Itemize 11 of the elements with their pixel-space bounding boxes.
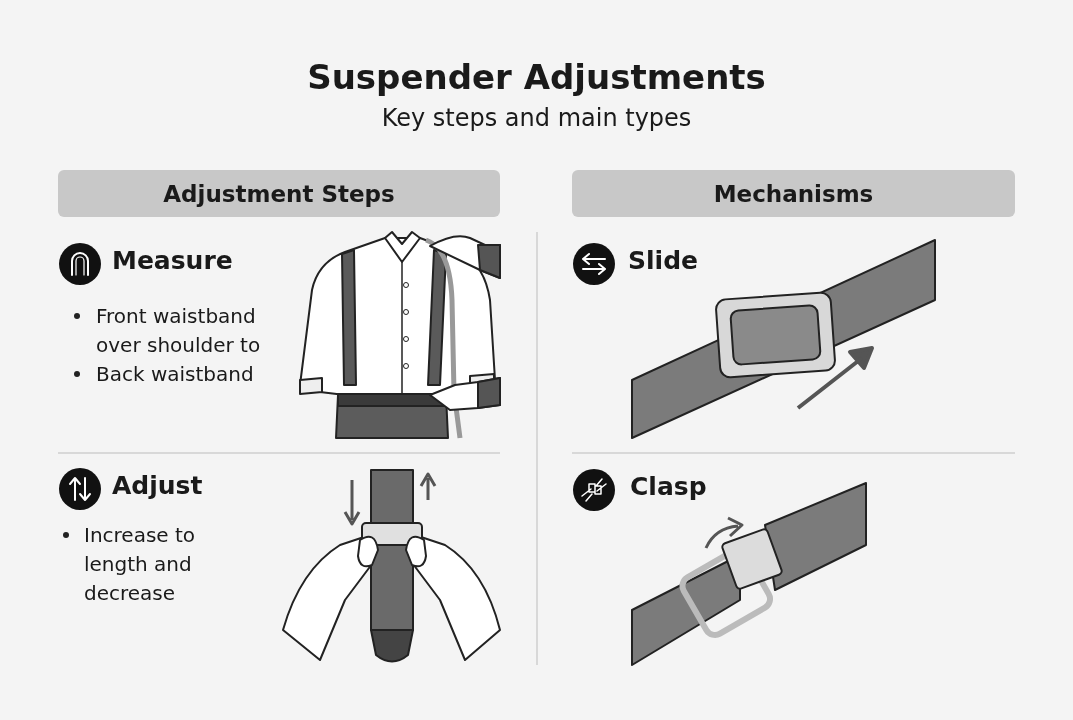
mechanism-heading: Slide xyxy=(628,246,698,275)
step-heading: Adjust xyxy=(112,471,203,500)
step-heading: Measure xyxy=(112,246,233,275)
title: Suspender Adjustments xyxy=(306,56,767,98)
bullet-text: Back waistband xyxy=(96,361,255,388)
section-header-bar: Adjustment Steps xyxy=(58,170,500,217)
bullet-text: Front waistband over shoulder to xyxy=(96,303,262,359)
section-header-bar: Mechanisms xyxy=(572,170,1015,217)
mechanism-heading: Clasp xyxy=(630,472,707,501)
bullet-text: Increase to length and decrease xyxy=(84,522,197,607)
subtitle: Key steps and main types xyxy=(380,104,693,132)
